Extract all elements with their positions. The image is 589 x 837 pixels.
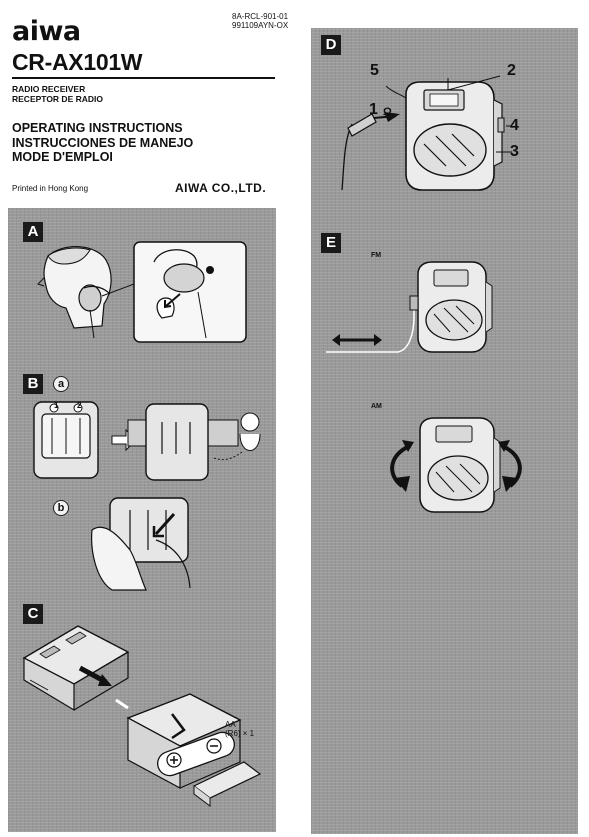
instruction-title: OPERATING INSTRUCTIONS INSTRUCCIONES DE …: [12, 121, 194, 164]
section-c-label: C: [23, 604, 43, 624]
callout-2: 2: [507, 62, 516, 79]
figure-e-fm-antenna: [326, 261, 493, 353]
figure-d-controls: [341, 75, 512, 191]
callout-4: 4: [510, 117, 519, 134]
fm-label: FM: [371, 252, 382, 259]
printed-in: Printed in Hong Kong: [12, 184, 89, 193]
battery-spec: AA (R6) × 1: [225, 720, 255, 738]
figure-a-headphone-wearing: [37, 241, 247, 343]
document-code: 8A-RCL-901-01 991109AYN-OX: [232, 12, 289, 30]
section-e-label: E: [321, 233, 341, 253]
am-label: AM: [371, 403, 382, 410]
clip-number-1: 1: [54, 401, 59, 410]
callout-1: 1: [369, 101, 378, 118]
callout-5: 5: [370, 62, 379, 79]
callout-3: 3: [510, 143, 519, 160]
headphone-symbol: Ω: [383, 106, 392, 118]
figure-b-clip-removal: [91, 497, 191, 591]
figure-c-battery-insert: [115, 693, 262, 807]
figure-c-battery-door: [22, 625, 130, 712]
clip-number-2: 2: [77, 401, 82, 410]
product-type: RADIO RECEIVER RECEPTOR DE RADIO: [12, 84, 103, 104]
figure-e-am-rotate: [390, 417, 522, 513]
section-b-label: B: [23, 374, 43, 394]
step-b-marker: b: [53, 500, 69, 516]
step-a-marker: a: [53, 376, 69, 392]
company-name: AIWA CO.,LTD.: [175, 181, 267, 195]
header-rule: [12, 77, 275, 79]
figure-b-belt-clip: [33, 401, 261, 481]
section-a-label: A: [23, 222, 43, 242]
section-d-label: D: [321, 35, 341, 55]
model-number: CR-AX101W: [12, 49, 143, 75]
brand-logo: aiwa: [12, 16, 81, 47]
